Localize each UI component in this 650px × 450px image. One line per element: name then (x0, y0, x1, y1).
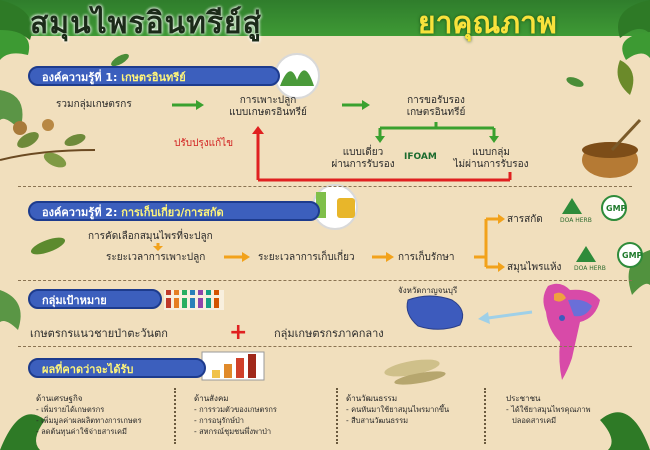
benefit-people-item: - ได้ใช้ยาสมุนไพรคุณภาพ (506, 405, 591, 414)
benefit-economy-item: - ลดต้นทุนค่าใช้จ่ายสารเคมี (36, 427, 127, 436)
section2-heading-highlight: การเก็บเกี่ยว/การสกัด (121, 206, 224, 219)
title-part1: สมุนไพรอินทรีย์สู่ (30, 6, 262, 41)
benefit-society-item: - การอนุรักษ์ป่า (194, 416, 244, 425)
step-certification-line1: การขอรับรอง (407, 95, 465, 106)
col-separator-1 (174, 388, 176, 444)
divider-1 (18, 186, 632, 187)
badge-doa-herb-1: DOA HERB (560, 217, 592, 224)
benefit-economy: ด้านเศรษฐกิจ - เพิ่มรายได้เกษตรกร - เพิ่… (36, 393, 142, 437)
benefit-society-head: ด้านสังคม (194, 394, 229, 403)
step-planting-period: ระยะเวลาการเพาะปลูก (106, 252, 206, 263)
branch-individual-line1: แบบเดี่ยว (342, 147, 384, 158)
benefit-society-item: - สหกรณ์ชุมชนพึ่งพาป่า (194, 427, 272, 436)
benefit-culture-head: ด้านวัฒนธรรม (346, 394, 398, 403)
benefit-people-head: ประชาชน (506, 394, 541, 403)
header-bar (0, 0, 650, 36)
benefit-society: ด้านสังคม - การรวมตัวของเกษตรกร - การอนุ… (194, 393, 277, 437)
section1-heading-prefix: องค์ความรู้ที่ 1: (42, 71, 118, 84)
title-part2: ยาคุณภาพ (418, 6, 557, 41)
benefit-culture: ด้านวัฒนธรรม - คนหันมาใช้ยาสมุนไพรมากขึ้… (346, 393, 449, 426)
branch-group-line2: ไม่ผ่านการรับรอง (453, 159, 529, 170)
badge-gmp-1: GMP (606, 204, 627, 213)
target-group-central: กลุ่มเกษตรกรภาคกลาง (274, 327, 384, 340)
branch-individual-line2: ผ่านการรับรอง (331, 159, 395, 170)
step-select-herbs: การคัดเลือกสมุนไพรที่จะปลูก (88, 231, 213, 242)
step-organic-planting-line1: การเพาะปลูก (239, 95, 297, 106)
section3-heading-text: กลุ่มเป้าหมาย (42, 294, 107, 307)
divider-3 (18, 346, 632, 347)
benefit-culture-item: - คนหันมาใช้ยาสมุนไพรมากขึ้น (346, 405, 450, 414)
step-storage: การเก็บรักษา (398, 252, 455, 263)
improve-label: ปรับปรุงแก้ไข (174, 138, 234, 149)
benefit-people: ประชาชน - ได้ใช้ยาสมุนไพรคุณภาพ ปลอดสารเ… (506, 393, 591, 426)
section2-heading-prefix: องค์ความรู้ที่ 2: (42, 206, 118, 219)
section4-heading-text: ผลที่คาดว่าจะได้รับ (42, 363, 134, 376)
people-icons (166, 290, 219, 308)
divider-2 (18, 280, 632, 281)
step-group-farmers: รวมกลุ่มเกษตรกร (56, 99, 132, 110)
plus-sign: + (229, 320, 248, 345)
benefit-economy-item: - เพิ่มรายได้เกษตรกร (36, 405, 105, 414)
col-separator-2 (336, 388, 338, 444)
section4-heading: ผลที่คาดว่าจะได้รับ (28, 358, 206, 378)
step-certification-line2: เกษตรอินทรีย์ (406, 107, 466, 118)
step-organic-planting: การเพาะปลูก แบบเกษตรอินทรีย์ (213, 95, 323, 119)
badge-gmp-2: GMP (622, 251, 643, 260)
section2-heading: องค์ความรู้ที่ 2: การเก็บเกี่ยว/การสกัด (28, 201, 320, 221)
col-separator-3 (484, 388, 486, 444)
section3-heading: กลุ่มเป้าหมาย (28, 289, 162, 309)
benefit-society-item: - การรวมตัวของเกษตรกร (194, 405, 277, 414)
benefit-economy-head: ด้านเศรษฐกิจ (36, 394, 83, 403)
province-label: จังหวัดกาญจนบุรี (398, 286, 458, 295)
target-group-west-forest: เกษตรกรแนวชายป่าตะวันตก (30, 327, 168, 340)
badge-doa-herb-2: DOA HERB (574, 265, 606, 272)
section1-heading: องค์ความรู้ที่ 1: เกษตรอินทรีย์ (28, 66, 280, 86)
benefit-people-item: ปลอดสารเคมี (512, 416, 557, 425)
step-certification: การขอรับรอง เกษตรอินทรีย์ (386, 95, 486, 119)
benefit-culture-item: - สืบสานวัฒนธรรม (346, 416, 409, 425)
branch-group-line1: แบบกลุ่ม (472, 147, 510, 158)
step-harvest-period: ระยะเวลาการเก็บเกี่ยว (258, 252, 355, 263)
branch-group: แบบกลุ่ม ไม่ผ่านการรับรอง (446, 147, 536, 171)
benefit-economy-item: - เพิ่มมูลค่าผลผลิตทางการเกษตร (36, 416, 142, 425)
output-extract: สารสกัด (507, 214, 543, 225)
ifoam-logo: IFOAM (404, 152, 437, 162)
branch-individual: แบบเดี่ยว ผ่านการรับรอง (328, 147, 398, 171)
section1-heading-highlight: เกษตรอินทรีย์ (121, 71, 186, 84)
output-dried-herbs: สมุนไพรแห้ง (507, 262, 562, 273)
step-organic-planting-line2: แบบเกษตรอินทรีย์ (229, 107, 307, 118)
